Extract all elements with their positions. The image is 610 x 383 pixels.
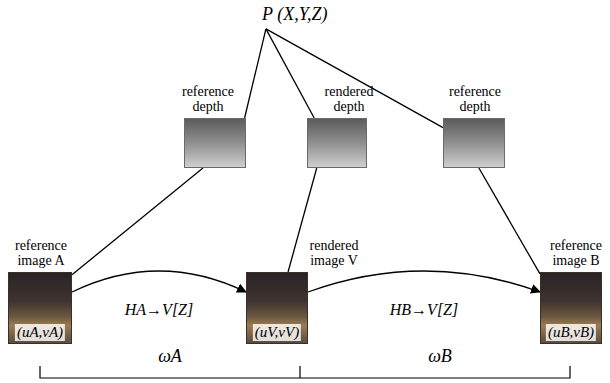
view-image: rendered image V(uV,vV)	[246, 272, 308, 344]
image-caption: rendered depth	[318, 84, 380, 115]
pixel-coordinate: (uB,vB)	[546, 324, 596, 341]
view-image: reference image A(uA,vA)	[8, 272, 72, 344]
projection-line	[479, 168, 540, 274]
projection-line	[266, 29, 443, 128]
depth-map: reference depth	[184, 118, 246, 168]
warp-arrow	[72, 271, 246, 292]
bracket-line	[40, 366, 570, 378]
projection-line	[72, 168, 203, 275]
image-caption: reference depth	[444, 84, 506, 115]
weight-label: ωA	[158, 346, 182, 368]
view-image: reference image B(uB,vB)	[540, 272, 602, 344]
projection-line	[245, 29, 266, 118]
homography-label: HA→V[Z]	[125, 300, 193, 319]
depth-map: rendered depth	[307, 118, 367, 168]
homography-label: HB→V[Z]	[390, 300, 458, 319]
pixel-coordinate: (uV,vV)	[253, 324, 301, 341]
image-caption: reference depth	[177, 84, 239, 115]
image-caption: rendered image V	[303, 238, 365, 269]
image-caption: reference image B	[545, 238, 607, 269]
point-label: P (X,Y,Z)	[262, 4, 328, 26]
weight-label: ωB	[428, 346, 452, 368]
pixel-coordinate: (uA,vA)	[15, 324, 65, 341]
depth-map: reference depth	[443, 118, 505, 168]
image-caption: reference image A	[9, 238, 73, 269]
point-name: P (X,Y,Z)	[262, 4, 328, 26]
warp-arrow	[308, 271, 540, 292]
